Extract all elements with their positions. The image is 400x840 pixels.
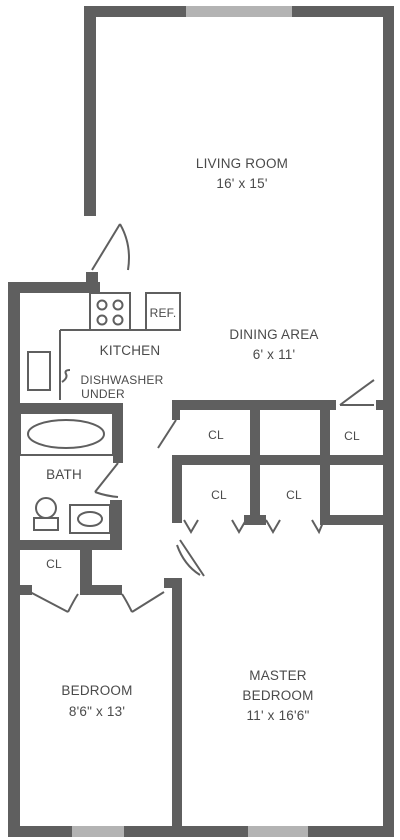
closet-label: CL	[208, 428, 224, 442]
dishwasher-indicator-icon	[61, 369, 71, 383]
refrigerator-icon	[145, 292, 181, 331]
bath-name: BATH	[46, 467, 82, 482]
living-room-name: LIVING ROOM	[196, 156, 288, 171]
dishwasher-label-line1: DISHWASHER	[81, 373, 164, 387]
stove-icon	[89, 292, 131, 331]
interior-walls	[8, 400, 383, 836]
toilet-icon	[35, 497, 57, 519]
master-bedroom-name-line2: BEDROOM	[242, 688, 313, 703]
bedroom-dims: 8'6" x 13'	[69, 704, 125, 719]
dining-area-dims: 6' x 11'	[253, 347, 296, 362]
windows	[72, 6, 308, 837]
living-room-dims: 16' x 15'	[216, 176, 267, 191]
refrigerator-label: REF.	[150, 306, 177, 320]
master-bedroom-name-line1: MASTER	[249, 668, 307, 683]
dishwasher-label-line2: UNDER	[81, 387, 125, 401]
vanity-sink-icon	[69, 504, 111, 534]
kitchen-fixtures	[27, 292, 181, 400]
kitchen-name: KITCHEN	[100, 343, 161, 358]
bath-fixtures	[19, 412, 114, 534]
room-labels: LIVING ROOM 16' x 15' DINING AREA 6' x 1…	[46, 156, 360, 723]
door-swings	[29, 223, 375, 613]
closet-label: CL	[211, 488, 227, 502]
closet-label: CL	[286, 488, 302, 502]
closet-label: CL	[46, 557, 62, 571]
sink-icon	[27, 351, 51, 391]
dining-area-name: DINING AREA	[229, 327, 318, 342]
master-bedroom-dims: 11' x 16'6"	[247, 708, 310, 723]
bedroom-name: BEDROOM	[61, 683, 132, 698]
closet-label: CL	[344, 429, 360, 443]
